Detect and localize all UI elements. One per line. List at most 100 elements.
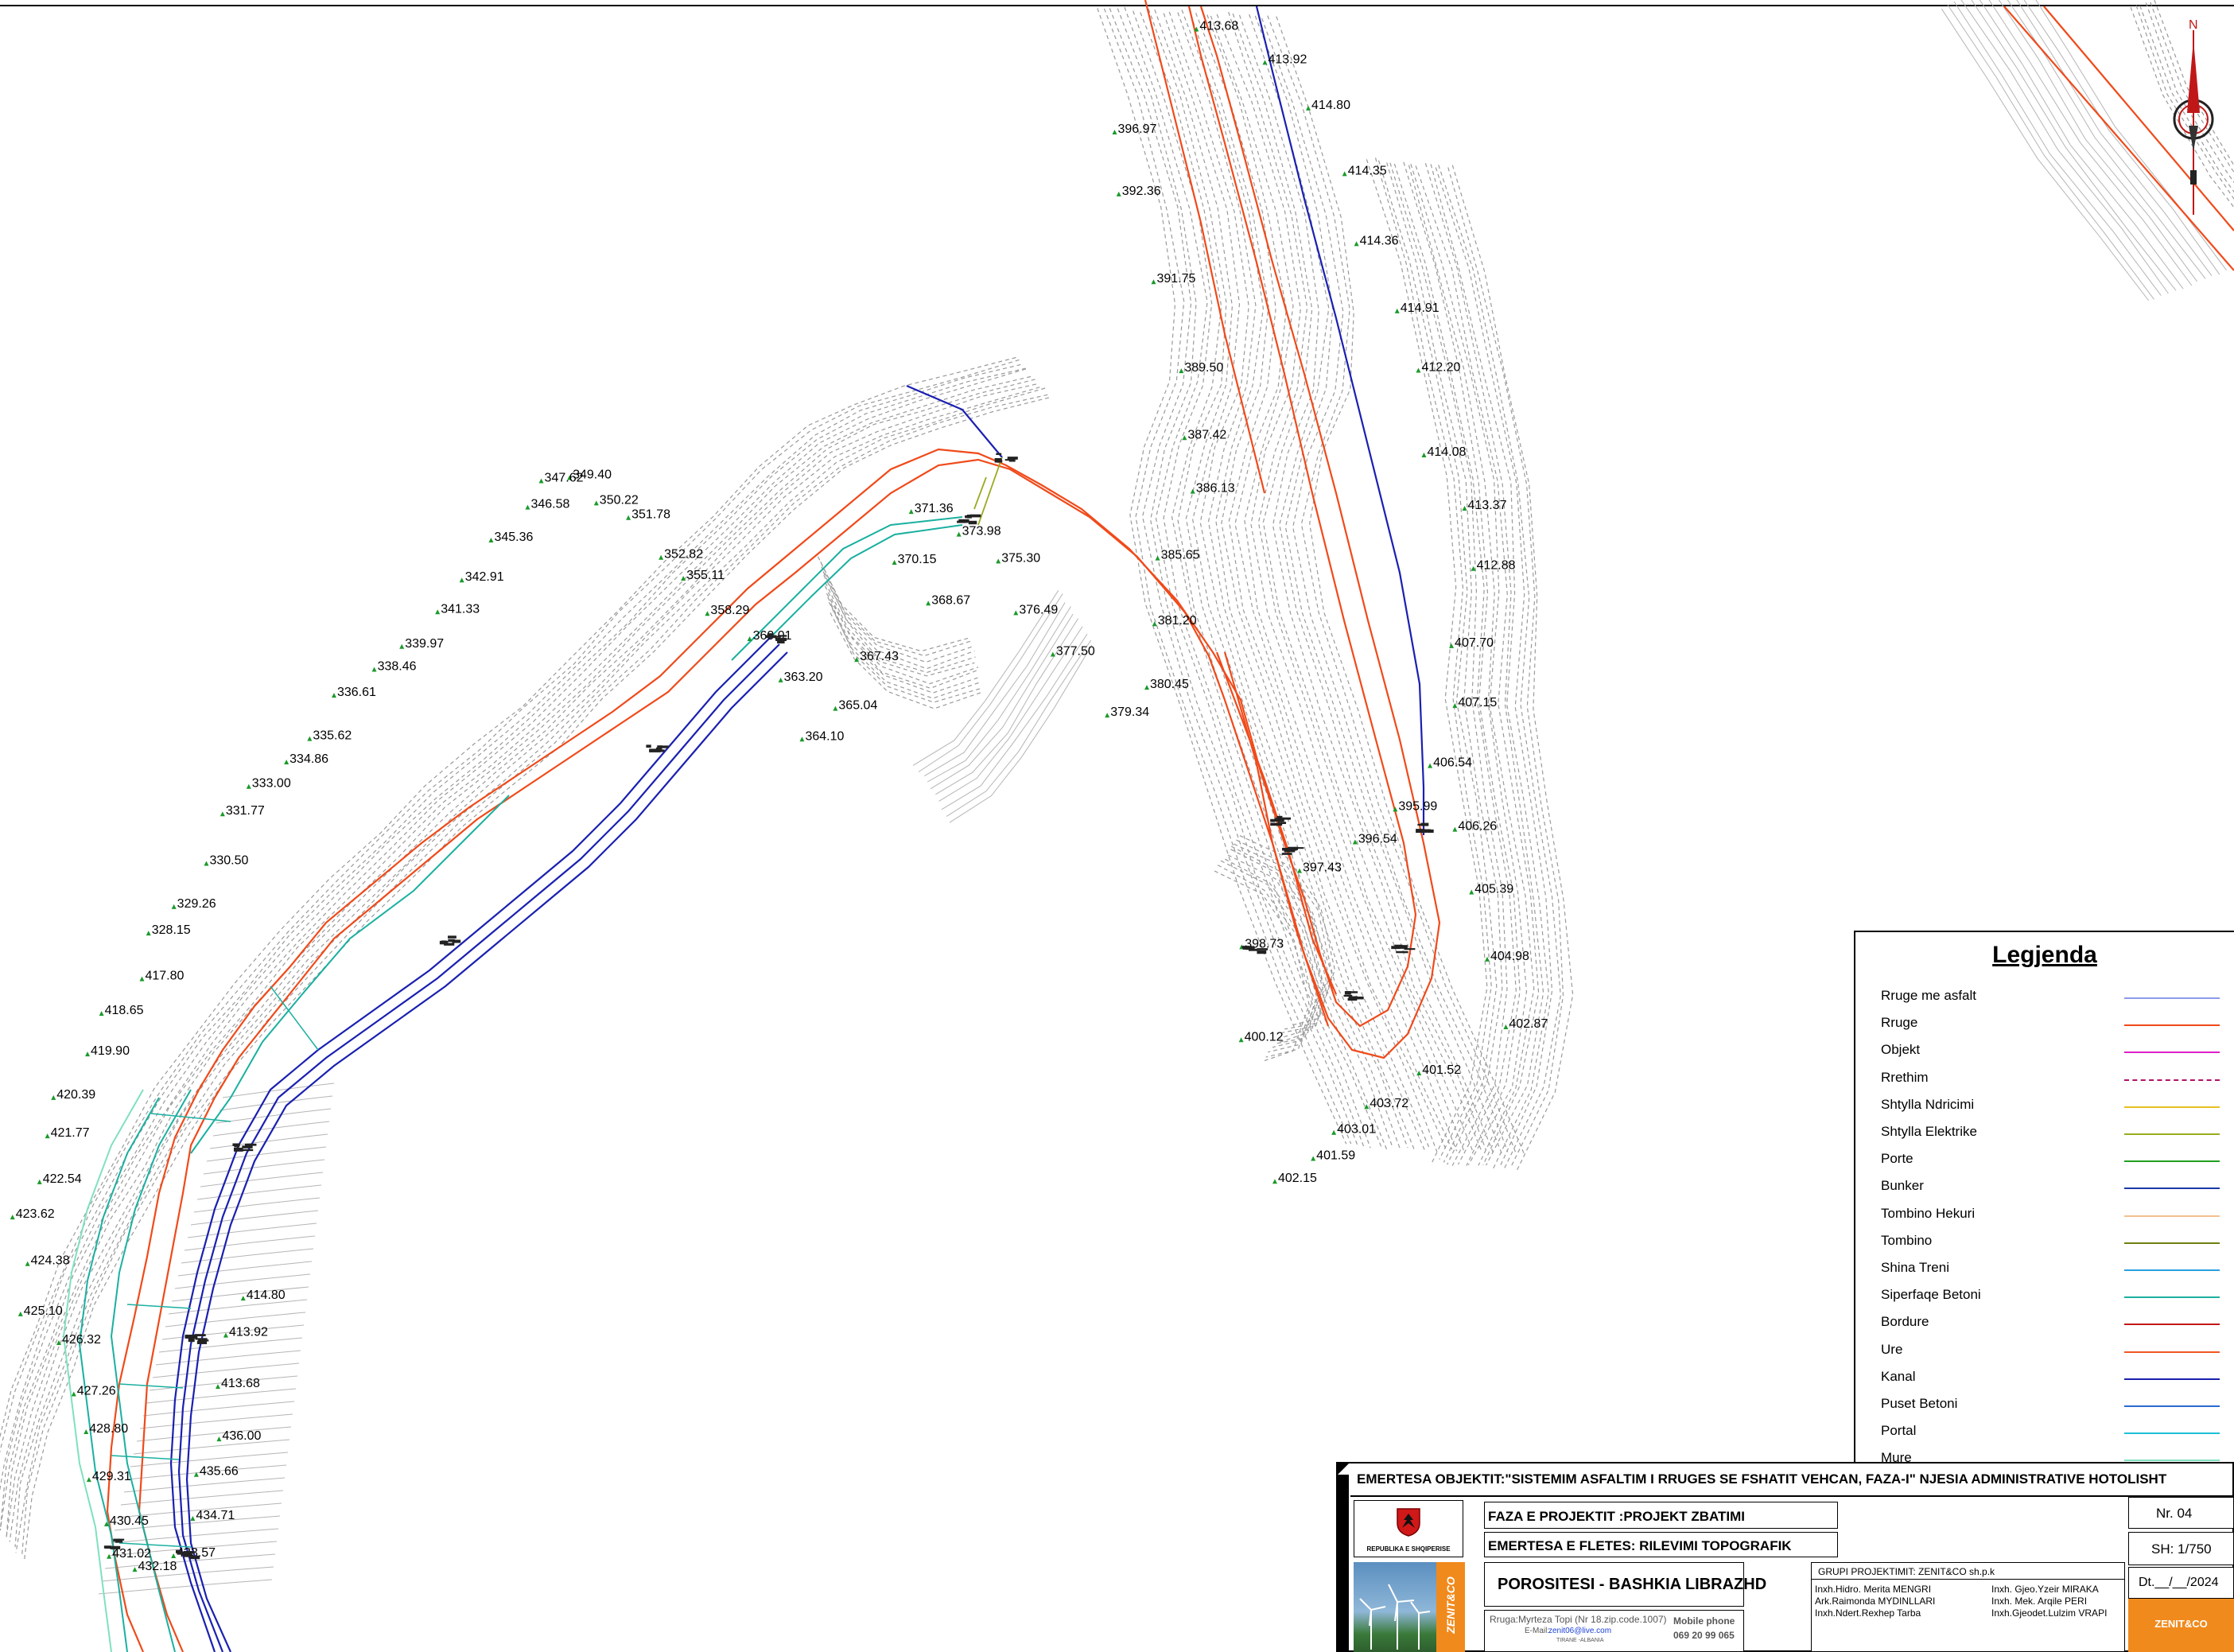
legend-item-label: Puset Betoni [1881,1396,1958,1411]
contour-line [187,1222,317,1238]
contour-line [828,601,981,699]
phase-box: FAZA E PROJEKTIT :PROJEKT ZBATIMI [1484,1502,1838,1529]
elevation-label: 403.72 [1370,1097,1408,1110]
survey-point-marker [284,760,289,765]
elevation-label: 434.71 [196,1509,235,1522]
elevation-label: 364.10 [805,729,844,743]
title-divider [1350,1495,2234,1497]
survey-point-marker [833,706,838,711]
elevation-label: 339.97 [405,637,444,651]
elevation-label: 413.68 [1199,20,1238,33]
contour-line [98,1579,273,1595]
canal-lower-2 [177,643,780,1652]
contour-line [826,593,978,689]
contour-line [830,604,983,703]
client-name: POROSITESI - BASHKIA LIBRAZHD [1498,1576,1767,1593]
elevation-label: 405.39 [1474,882,1513,896]
elevation-label: 423.62 [16,1207,55,1221]
scale: SH: 1/750 [2151,1541,2212,1557]
contour-line [0,359,1020,1453]
contour-line [0,367,1027,1530]
survey-point-marker [488,537,494,542]
legend-item-symbol [2124,1051,2220,1054]
contour-line [1377,160,1498,1163]
contour-line [1133,10,1382,1149]
elevation-label: 402.87 [1509,1017,1548,1031]
contour-line [1140,12,1388,1150]
survey-point-marker [1050,651,1055,657]
elevation-label: 436.00 [222,1429,261,1443]
contour-line [1234,843,1330,1033]
elevation-label: 367.43 [860,650,899,663]
legend-item-label: Bordure [1881,1314,1929,1330]
elevation-label: 328.15 [152,923,191,937]
survey-point-marker [1155,555,1160,561]
contour-line [2016,0,2213,276]
survey-point-marker [204,861,209,866]
legend-item-symbol [2124,1160,2220,1163]
contour-line [1097,8,1347,1145]
legend-item: Rruge [1881,1015,2220,1039]
canal-top-link [906,384,1003,458]
legend-item-symbol [2124,1215,2220,1217]
company-badge: ZENIT&CO [2128,1599,2234,1652]
contour-line [136,1426,292,1442]
survey-point-marker [908,509,914,515]
survey-points: 413.68413.92414.80414.35414.36414.91412.… [10,20,1548,1573]
email-link[interactable]: zenit06@live.com [1548,1627,1612,1635]
contour-line [149,1375,298,1391]
contour-line [1124,6,1371,1149]
elevation-label: 414.08 [1427,445,1466,459]
structure-mark [103,1545,112,1549]
canal-lower-1 [169,636,772,1652]
elevation-label: 406.54 [1433,756,1472,770]
contour-line [6,379,1035,1539]
elevation-label: 371.36 [915,502,954,515]
survey-point-marker [1105,713,1110,718]
contour-line [1435,167,1553,1167]
legend-item-symbol [2124,1324,2220,1326]
elevation-label: 413.68 [221,1377,260,1390]
contour-line [0,356,1016,1439]
survey-point-marker [1194,26,1199,32]
survey-point-marker [1428,763,1433,768]
contour-line [1225,858,1321,1048]
survey-point-marker [1272,1179,1277,1184]
contour-line [1168,11,1416,1152]
elevation-label: 379.34 [1110,706,1149,719]
survey-point-marker [1452,826,1458,832]
engineer-right-1: Inxh. Gjeo.Yzeir MIRAKA [1991,1584,2099,1595]
contour-line [181,1248,314,1264]
contour-lines-solid [98,0,2228,1595]
sheet-name: EMERTESA E FLETES: RILEVIMI TOPOGRAFIK [1488,1538,1792,1553]
contour-line [918,593,1063,772]
elevation-label: 427.26 [77,1384,116,1397]
legend-item-symbol [2124,1079,2220,1081]
contour-line [1424,163,1544,1166]
contour-line [1238,14,1487,1151]
survey-point-marker [1190,488,1195,494]
structure-mark [1270,822,1283,826]
structure-mark [188,1338,195,1343]
contour-line [1249,14,1495,1156]
date-box: Dt.__/__/2024 [2128,1567,2234,1599]
contour-line [1451,165,1574,1172]
elevation-label: 412.20 [1421,361,1460,375]
road-top-right [2003,6,2234,271]
contour-line [190,1210,319,1226]
survey-point-marker [1262,60,1268,65]
legend-item-symbol [2124,1187,2220,1190]
elevation-label: 407.70 [1455,636,1494,650]
contour-line [1366,159,1488,1164]
elevation-label: 330.50 [209,854,248,868]
elevation-label: 335.62 [313,729,352,743]
map-frame-top-border [0,5,2234,6]
design-group-title: GRUPI PROJEKTIMIT: ZENIT&CO sh.p.k [1818,1566,1995,1577]
elevation-label: 363.20 [784,671,823,684]
survey-point-marker [1112,130,1117,135]
elevation-label: 358.29 [710,604,749,617]
elevation-label: 430.45 [110,1514,149,1528]
logo-orange-strip: ZENIT&CO [1436,1562,1465,1652]
survey-point-marker [1238,1037,1244,1043]
